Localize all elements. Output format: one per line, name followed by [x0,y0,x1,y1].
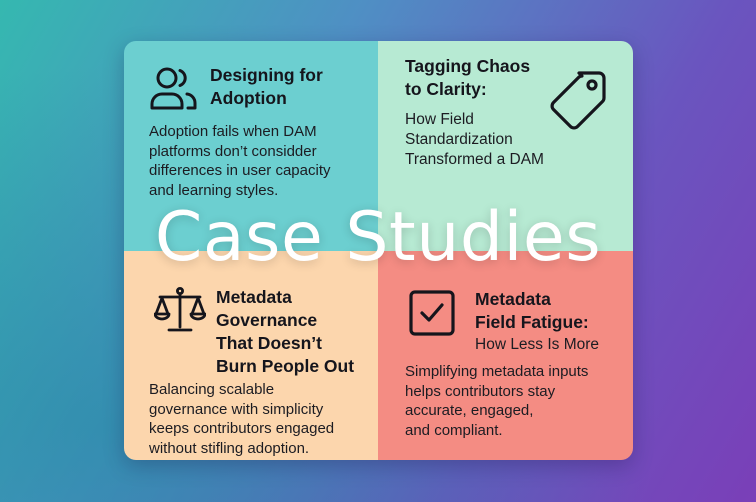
case-studies-grid: Designing for Adoption Adoption fails wh… [124,41,633,460]
card-metadata-governance[interactable]: Metadata Governance That Doesn’t Burn Pe… [124,251,378,460]
card-designing-for-adoption[interactable]: Designing for Adoption Adoption fails wh… [124,41,378,251]
tag-icon [544,69,608,133]
case-studies-heading: Case Studies [154,198,602,277]
card-description: Adoption fails when DAM platforms don’t … [149,123,331,199]
card-subtitle: How Field Standardization Transformed a … [405,111,544,168]
card-title: Metadata Governance That Doesn’t Burn Pe… [216,287,355,376]
card-title: Tagging Chaos to Clarity: [405,56,531,99]
card-tagging-chaos-to-clarity[interactable]: Tagging Chaos to Clarity: How Field Stan… [378,41,633,251]
card-description: Balancing scalable governance with simpl… [149,381,335,457]
checkbox-icon [408,289,456,337]
users-icon [149,65,199,111]
card-subtitle: How Less Is More [475,336,600,353]
card-title: Metadata Field Fatigue: [475,289,589,332]
card-metadata-field-fatigue[interactable]: Metadata Field Fatigue: How Less Is More… [378,251,633,460]
card-description: Simplifying metadata inputs helps contri… [405,363,589,439]
scales-icon [154,286,206,336]
card-title: Designing for Adoption [210,65,323,108]
